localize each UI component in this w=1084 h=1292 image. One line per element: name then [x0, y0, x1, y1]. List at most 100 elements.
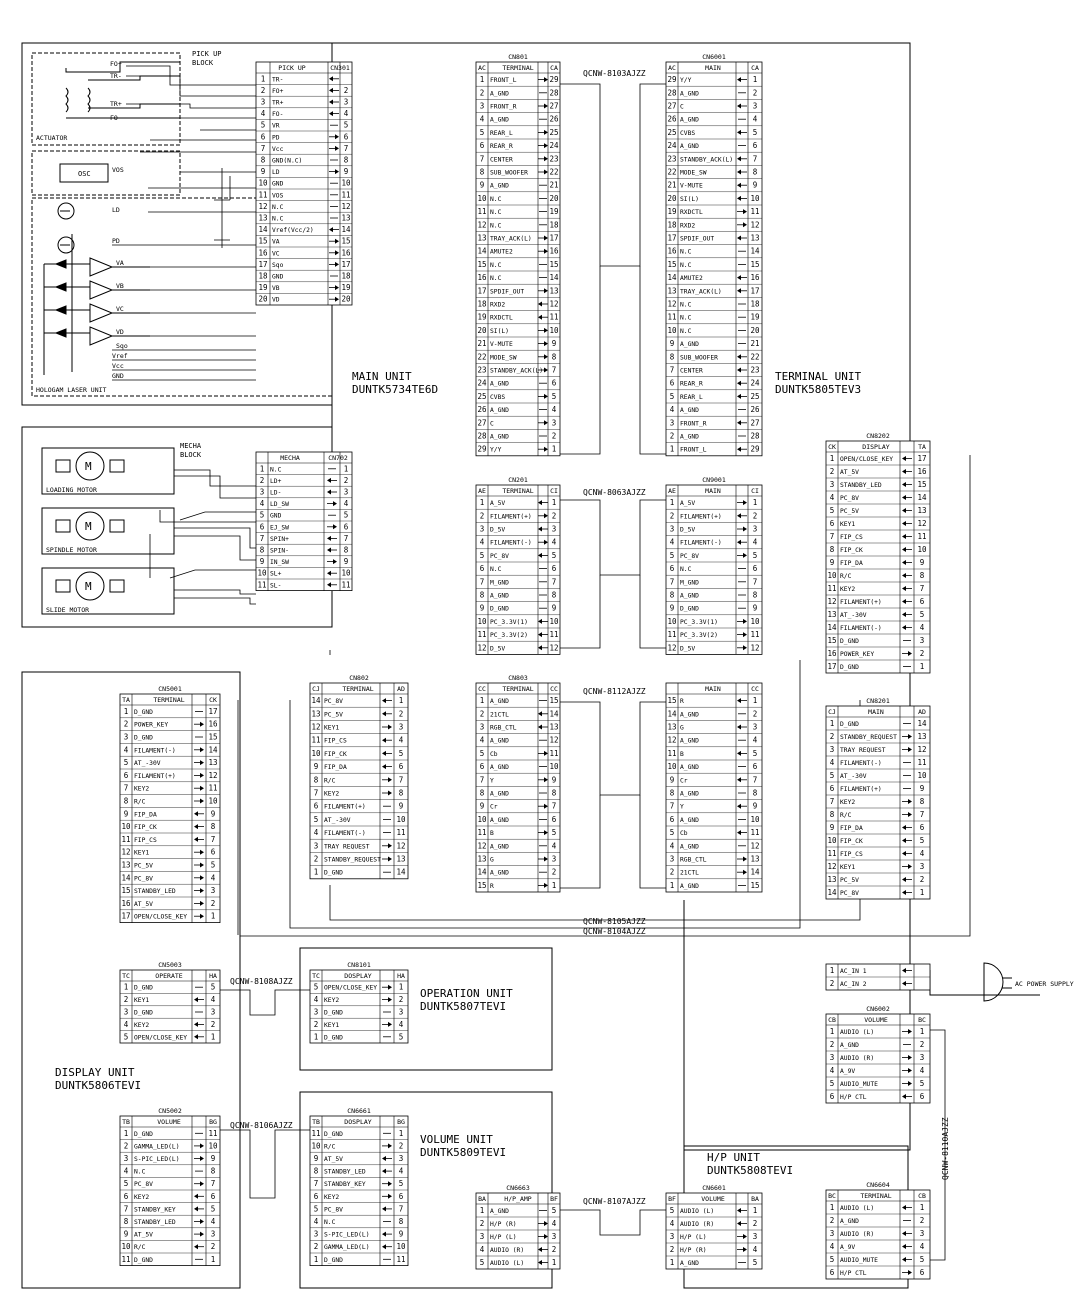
pin-left: 6: [830, 519, 835, 528]
connector-header: BA: [751, 1195, 759, 1203]
pin-left: 4: [480, 736, 485, 745]
pin-right: 8: [920, 797, 925, 806]
pin-right: 3: [399, 1154, 404, 1163]
pin-right: 10: [917, 771, 927, 780]
dir-arrow-right: [544, 354, 548, 360]
pin-right: 11: [208, 1129, 217, 1138]
pin-left: 2: [124, 995, 129, 1004]
signal-name: R/C: [324, 1143, 336, 1150]
signal-name: A_GND: [680, 883, 699, 890]
pin-right: 7: [552, 366, 557, 375]
signal-name: PC_8V: [490, 553, 509, 560]
signal-name: D_GND: [324, 1257, 343, 1264]
main-unit-name: MAIN UNIT: [352, 370, 412, 383]
dir-arrow-left: [902, 456, 906, 461]
pin-left: 4: [830, 758, 835, 767]
dir-arrow-right: [544, 513, 548, 519]
pin-left: 11: [121, 1255, 130, 1264]
pin-right: 3: [399, 723, 404, 732]
dir-arrow-left: [902, 1094, 906, 1099]
pin-left: 7: [480, 577, 485, 586]
signal-name: PC_3.3V(2): [490, 632, 528, 639]
dir-arrow-right: [333, 501, 337, 507]
connector-id: CN6663: [506, 1184, 530, 1192]
pin-right: 6: [753, 762, 758, 771]
pin-left: 4: [830, 493, 835, 502]
pin-right: 2: [753, 88, 758, 97]
pin-right: 19: [341, 283, 350, 292]
pin-right: 5: [552, 551, 557, 560]
pin-left: 15: [477, 881, 486, 890]
pin-right: 1: [552, 1258, 557, 1267]
signal-name: AMUTE2: [680, 275, 703, 282]
signal-name: STANDBY_REQUEST: [840, 734, 897, 741]
hp-unit-name: H/P UNIT: [707, 1151, 760, 1164]
dir-arrow-right: [200, 888, 204, 894]
connector-header: TERMINAL: [342, 685, 373, 693]
pin-right: 6: [399, 762, 404, 771]
signal-name: FO+: [272, 88, 284, 95]
dir-arrow-right: [544, 169, 548, 175]
dir-arrow-left: [538, 1247, 542, 1252]
pin-right: 11: [917, 532, 926, 541]
dir-arrow-left: [382, 750, 386, 756]
pin-right: 27: [750, 418, 759, 427]
pin-right: 1: [399, 696, 404, 705]
pin-right: 3: [753, 1232, 758, 1241]
pin-right: 17: [750, 286, 759, 295]
pin-right: 10: [208, 797, 218, 806]
connector-header: CB: [918, 1192, 926, 1200]
dir-arrow-right: [908, 734, 912, 739]
signal-name: N.C: [272, 216, 284, 223]
pin-right: 5: [552, 828, 557, 837]
pin-left: 5: [124, 1179, 129, 1188]
pin-left: 12: [827, 597, 836, 606]
pin-left: 9: [670, 339, 675, 348]
signal-name: CVBS: [490, 394, 505, 401]
motor-m-3: M: [85, 580, 92, 593]
signal-name: SPDIF_OUT: [680, 236, 714, 243]
signal-name: A_GND: [490, 870, 509, 877]
dir-arrow-right: [544, 1221, 548, 1226]
pin-left: 6: [314, 802, 319, 811]
connector-header: CJ: [828, 708, 836, 716]
pin-left: 5: [124, 758, 129, 767]
dir-arrow-left: [902, 1257, 906, 1262]
pin-left: 12: [827, 862, 836, 871]
pin-right: 6: [920, 823, 925, 832]
dir-arrow-left: [902, 469, 906, 474]
vb-label: VB: [116, 282, 124, 290]
pin-left: 1: [480, 498, 485, 507]
signal-name: A_GND: [490, 791, 509, 798]
pin-left: 6: [480, 762, 485, 771]
hologram-label: HOLOGAM LASER UNIT: [36, 386, 107, 394]
signal-name: IN_SW: [270, 559, 289, 566]
signal-name: FIP_CK: [324, 751, 347, 758]
signal-name: KEY1: [840, 864, 855, 871]
pin-left: 21: [667, 181, 676, 190]
pin-left: 23: [477, 366, 486, 375]
signal-name: TR+: [272, 100, 284, 107]
signal-name: AT_-30V: [840, 612, 867, 619]
pin-right: 6: [344, 132, 349, 141]
pin-right: 15: [750, 260, 759, 269]
signal-name: M_GND: [490, 579, 509, 586]
